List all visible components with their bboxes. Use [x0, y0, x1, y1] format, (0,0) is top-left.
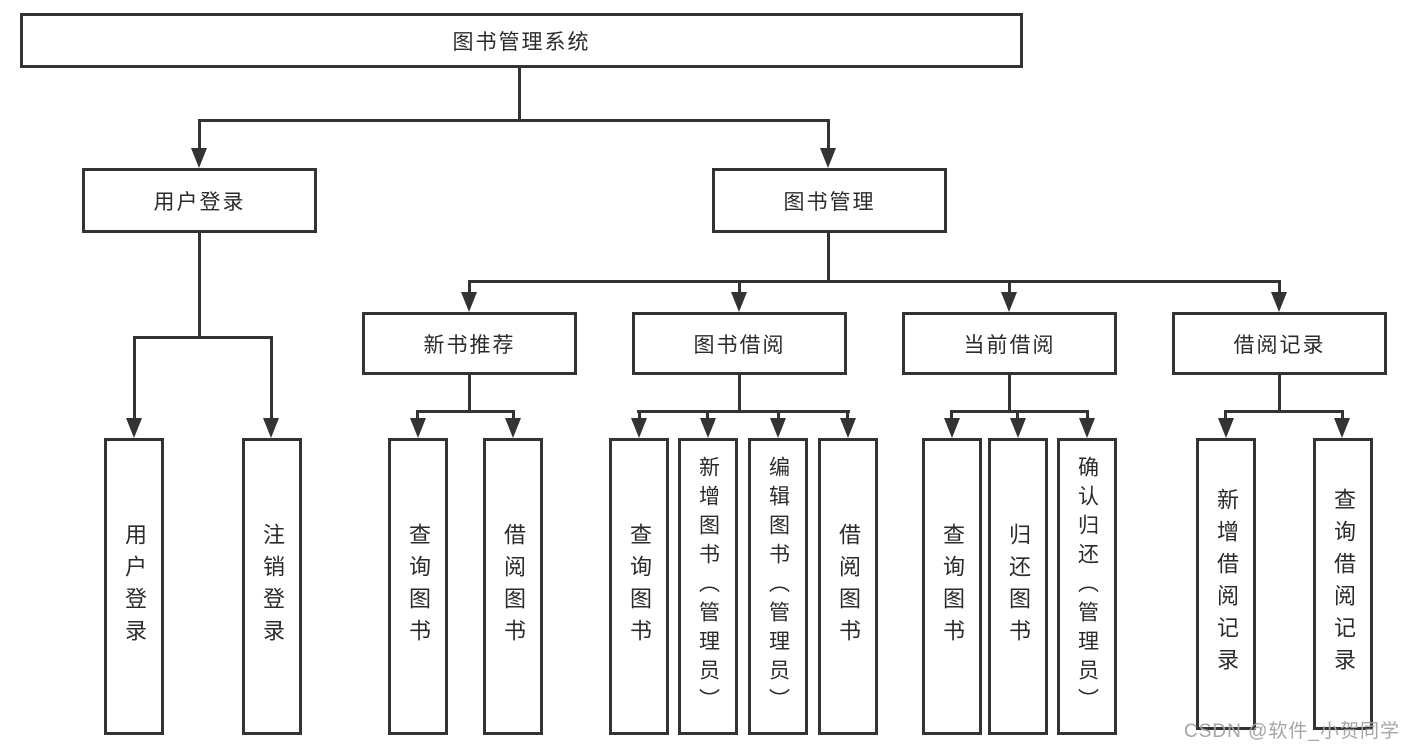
leaf-query-books-borrowing: 查询图书: [609, 438, 669, 735]
connector-line: [198, 119, 830, 122]
arrow-down-icon: [1010, 418, 1026, 438]
connector-line: [270, 336, 273, 420]
connector-line: [637, 410, 850, 413]
leaf-edit-books-admin: 编辑图书（管理员）: [748, 438, 808, 735]
node-book-borrowing: 图书借阅: [632, 312, 847, 375]
node-user-login: 用户登录: [82, 168, 317, 233]
arrow-down-icon: [410, 418, 426, 438]
arrow-down-icon: [770, 418, 786, 438]
leaf-query-books-current: 查询图书: [922, 438, 982, 735]
leaf-label: 注销登录: [260, 522, 285, 651]
connector-line: [416, 410, 515, 413]
leaf-user-login: 用户登录: [104, 438, 164, 735]
node-book-management: 图书管理: [712, 168, 947, 233]
leaf-label: 新增借阅记录: [1214, 488, 1239, 680]
node-label: 新书推荐: [423, 333, 516, 357]
leaf-label: 查询借阅记录: [1331, 488, 1356, 680]
connector-line: [468, 280, 1281, 283]
connector-line: [1008, 280, 1011, 294]
leaf-query-borrow-record: 查询借阅记录: [1313, 438, 1373, 730]
leaf-borrow-books: 借阅图书: [818, 438, 878, 735]
connector-line: [827, 119, 830, 151]
connector-line: [198, 233, 201, 339]
leaf-label: 用户登录: [122, 522, 147, 651]
arrow-down-icon: [126, 418, 142, 438]
arrow-down-icon: [944, 418, 960, 438]
arrow-down-icon: [731, 292, 747, 312]
arrow-down-icon: [461, 292, 477, 312]
leaf-label: 查询图书: [406, 522, 431, 651]
arrow-down-icon: [191, 148, 207, 168]
arrow-down-icon: [1334, 418, 1350, 438]
leaf-label: 确认归还（管理员）: [1075, 456, 1099, 717]
node-current-borrowing: 当前借阅: [902, 312, 1117, 375]
connector-line: [1008, 375, 1011, 413]
arrow-down-icon: [263, 418, 279, 438]
connector-line: [133, 336, 273, 339]
connector-line: [738, 375, 741, 413]
arrow-down-icon: [1079, 418, 1095, 438]
leaf-borrow-books-recommend: 借阅图书: [483, 438, 543, 735]
node-label: 图书借阅: [693, 333, 786, 357]
connector-line: [827, 233, 830, 283]
connector-line: [1016, 410, 1019, 420]
arrow-down-icon: [1218, 418, 1234, 438]
leaf-confirm-return-admin: 确认归还（管理员）: [1057, 438, 1117, 735]
leaf-return-books: 归还图书: [988, 438, 1048, 735]
node-label: 当前借阅: [963, 333, 1056, 357]
connector-line: [706, 410, 709, 420]
leaf-label: 查询图书: [627, 522, 652, 651]
node-label: 用户登录: [153, 190, 246, 214]
connector-line: [1224, 410, 1344, 413]
csdn-watermark: CSDN @软件_小贺同学: [1184, 721, 1400, 742]
arrow-down-icon: [700, 418, 716, 438]
leaf-label: 归还图书: [1006, 522, 1031, 651]
leaf-label: 查询图书: [940, 522, 965, 651]
node-label: 图书管理系统: [452, 30, 591, 54]
arrow-down-icon: [631, 418, 647, 438]
connector-line: [198, 119, 201, 151]
leaf-label: 编辑图书（管理员）: [766, 456, 790, 717]
leaf-logout: 注销登录: [242, 438, 302, 735]
connector-line: [416, 410, 419, 420]
connector-line: [1224, 410, 1227, 420]
leaf-query-books-recommend: 查询图书: [388, 438, 448, 735]
leaf-label: 新增图书（管理员）: [696, 456, 720, 717]
node-new-book-recommend: 新书推荐: [362, 312, 577, 375]
connector-line: [738, 280, 741, 294]
arrow-down-icon: [840, 418, 856, 438]
connector-line: [518, 68, 521, 122]
connector-line: [468, 280, 471, 294]
node-label: 图书管理: [783, 190, 876, 214]
connector-line: [950, 410, 1089, 413]
arrow-down-icon: [1271, 292, 1287, 312]
connector-line: [1278, 375, 1281, 413]
connector-line: [846, 410, 849, 420]
connector-line: [1341, 410, 1344, 420]
connector-line: [638, 410, 641, 420]
arrow-down-icon: [820, 148, 836, 168]
connector-line: [1086, 410, 1089, 420]
leaf-label: 借阅图书: [836, 522, 861, 651]
connector-line: [1278, 280, 1281, 294]
connector-line: [133, 336, 136, 420]
leaf-add-borrow-record: 新增借阅记录: [1196, 438, 1256, 730]
connector-line: [468, 375, 471, 413]
connector-line: [512, 410, 515, 420]
connector-line: [777, 410, 780, 420]
node-label: 借阅记录: [1233, 333, 1326, 357]
node-borrow-records: 借阅记录: [1172, 312, 1387, 375]
leaf-add-books-admin: 新增图书（管理员）: [678, 438, 738, 735]
connector-line: [950, 410, 953, 420]
arrow-down-icon: [505, 418, 521, 438]
arrow-down-icon: [1001, 292, 1017, 312]
leaf-label: 借阅图书: [501, 522, 526, 651]
node-library-system: 图书管理系统: [20, 13, 1023, 68]
